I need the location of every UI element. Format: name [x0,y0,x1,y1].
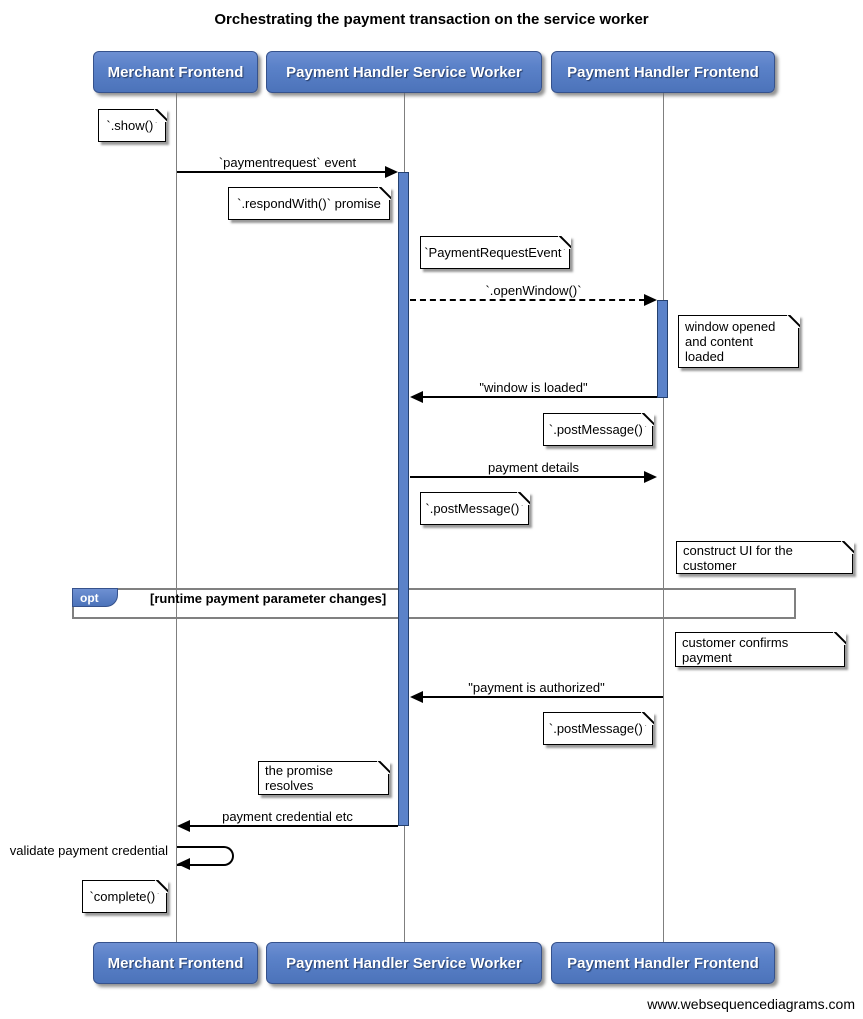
arrowhead-left-icon [410,691,423,703]
opt-operator-tab: opt [72,588,118,607]
note-post-message-1: `.postMessage()` [543,412,654,446]
note-construct-ui: construct UI for the customer [676,540,854,574]
message-line-payment-credential-etc [189,825,398,827]
opt-fragment-frame: opt [runtime payment parameter changes] [72,588,796,619]
participant-label: Payment Handler Frontend [567,63,759,81]
diagram-title: Orchestrating the payment transaction on… [214,11,649,28]
participant-label: Payment Handler Service Worker [286,954,522,972]
arrowhead-left-icon [177,858,190,870]
message-line-open-window [410,299,645,301]
note-fold-icon [154,879,168,893]
note-fold-icon [840,540,854,554]
participant-label: Payment Handler Frontend [567,954,759,972]
message-label-payment-is-authorized: "payment is authorized" [468,680,605,695]
note-fold-icon [153,108,167,122]
note-fold-icon [377,186,391,200]
note-text: construct UI for the customer [683,542,793,573]
participant-service-worker-top: Payment Handler Service Worker [266,51,542,93]
note-post-message-2: `.postMessage()` [420,491,530,525]
message-label-paymentrequest-event: `paymentrequest` event [218,155,357,170]
arrowhead-left-icon [177,820,190,832]
note-payment-request-event: `PaymentRequestEvent` [420,235,571,269]
message-line-paymentrequest-event [177,171,388,173]
note-fold-icon [516,491,530,505]
message-label-payment-details: payment details [487,460,580,475]
note-text: `PaymentRequestEvent` [424,245,566,260]
note-text: window opened and content loaded [685,319,776,364]
note-text: `.postMessage()` [548,721,648,736]
note-show: `.show()` [98,108,167,142]
note-fold-icon [640,711,654,725]
note-fold-icon [640,412,654,426]
participant-merchant-frontend-top: Merchant Frontend [93,51,258,93]
note-fold-icon [786,314,800,328]
note-respond-with: `.respondWith()` promise [228,186,391,220]
arrowhead-right-icon [644,471,657,483]
note-text: `complete()` [89,889,160,904]
message-label-open-window: `.openWindow()` [485,283,582,298]
message-label-payment-credential-etc: payment credential etc [222,809,353,824]
note-promise-resolves: the promise resolves [258,760,390,795]
note-fold-icon [557,235,571,249]
participant-merchant-frontend-bottom: Merchant Frontend [93,942,258,984]
message-line-payment-details [410,476,645,478]
participant-service-worker-bottom: Payment Handler Service Worker [266,942,542,984]
opt-condition: [runtime payment parameter changes] [150,591,387,606]
watermark-websequencediagrams: www.websequencediagrams.com [647,996,855,1012]
note-text: customer confirms payment [682,634,789,665]
message-line-window-is-loaded [423,396,657,398]
message-label-window-is-loaded: "window is loaded" [479,380,588,395]
note-text: `.respondWith()` promise [237,196,381,211]
activation-handler-frontend [657,300,668,398]
arrowhead-right-icon [385,166,398,178]
note-text: `.postMessage()` [548,422,648,437]
participant-handler-frontend-top: Payment Handler Frontend [551,51,775,93]
note-text: the promise resolves [265,763,333,793]
note-fold-icon [832,631,846,645]
note-window-opened: window opened and content loaded [678,314,800,368]
lifeline-payment-handler-frontend [663,93,664,942]
message-label-validate-payment-credential: validate payment credential [9,843,168,858]
self-message-loop [177,846,234,866]
activation-service-worker [398,172,409,826]
message-line-payment-is-authorized [423,696,663,698]
participant-label: Payment Handler Service Worker [286,63,522,81]
participant-handler-frontend-bottom: Payment Handler Frontend [551,942,775,984]
note-text: `.show()` [106,118,158,133]
note-text: `.postMessage()` [425,501,524,516]
participant-label: Merchant Frontend [107,63,244,81]
lifeline-merchant-frontend [176,93,177,942]
note-post-message-3: `.postMessage()` [543,711,654,745]
participant-label: Merchant Frontend [107,954,244,972]
note-fold-icon [376,760,390,774]
note-complete: `complete()` [82,879,168,913]
note-customer-confirms: customer confirms payment [675,631,846,667]
opt-operator-label: opt [80,590,99,605]
arrowhead-right-icon [644,294,657,306]
arrowhead-left-icon [410,391,423,403]
